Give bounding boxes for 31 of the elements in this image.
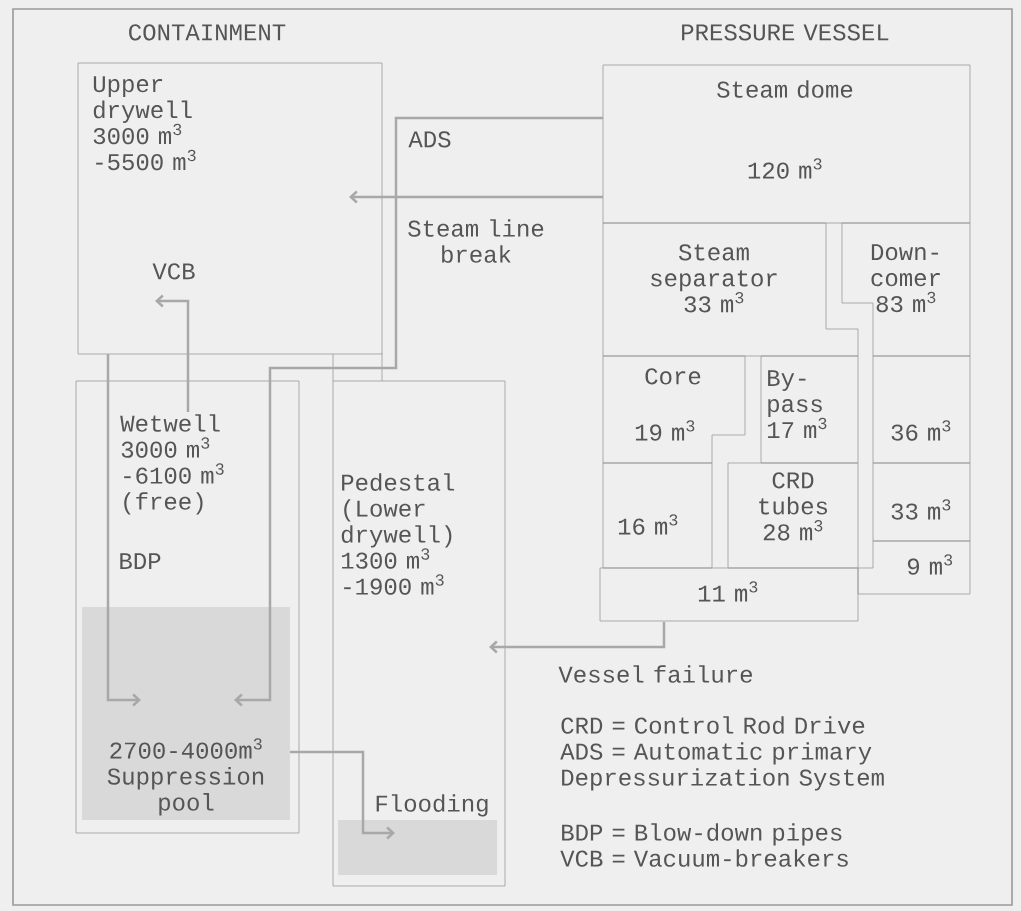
abbreviation-note: ADS = Automatic primary Depressurization System xyxy=(560,742,884,791)
edge-label: Steam line break xyxy=(401,218,551,264)
compartment-box: Steam dome 120 m$^{3}$ xyxy=(602,64,971,224)
compartment-box: Down- comer 83 m$^{3}$ xyxy=(841,222,971,357)
compartment-box: Steam separator 33 m$^{3}$ xyxy=(602,222,859,357)
arrow xyxy=(290,750,395,840)
edge-label: ADS xyxy=(405,130,455,149)
water-pool: 2700-4000m$^{3}$ Suppression pool xyxy=(82,607,290,820)
abbreviation-note: CRD = Control Rod Drive xyxy=(561,716,865,734)
compartment-box: 9 m$^{3}$ xyxy=(857,540,971,595)
compartment-box: 33 m$^{3}$ xyxy=(872,462,971,542)
edge-label: Flooding xyxy=(371,793,493,818)
abbreviation-note: BDP = Blow-down pipes xyxy=(562,823,842,846)
compartment-box: 36 m$^{3}$ xyxy=(872,355,971,464)
arrow xyxy=(234,116,603,707)
arrow xyxy=(106,354,141,707)
edge-label: VCB xyxy=(149,262,199,281)
water-pool xyxy=(338,820,497,875)
arrow xyxy=(349,190,603,204)
abbreviation-note: VCB = Vacuum-breakers xyxy=(560,849,848,867)
compartment-box: By- pass 17 m$^{3}$ xyxy=(760,355,859,464)
arrow xyxy=(489,622,666,654)
heading: PRESSURE VESSEL xyxy=(682,24,889,41)
compartment-box: CRD tubes 28 m$^{3}$ xyxy=(727,462,859,569)
heading: CONTAINMENT xyxy=(129,24,286,41)
compartment-box: Core 19 m$^{3}$ xyxy=(602,355,746,464)
edge-label: BDP xyxy=(115,552,165,570)
edge-label: Vessel failure xyxy=(552,664,760,684)
arrow xyxy=(155,294,190,412)
compartment-box: 11 m$^{3}$ xyxy=(599,567,859,622)
compartment-box: 16 m$^{3}$ xyxy=(602,462,713,569)
